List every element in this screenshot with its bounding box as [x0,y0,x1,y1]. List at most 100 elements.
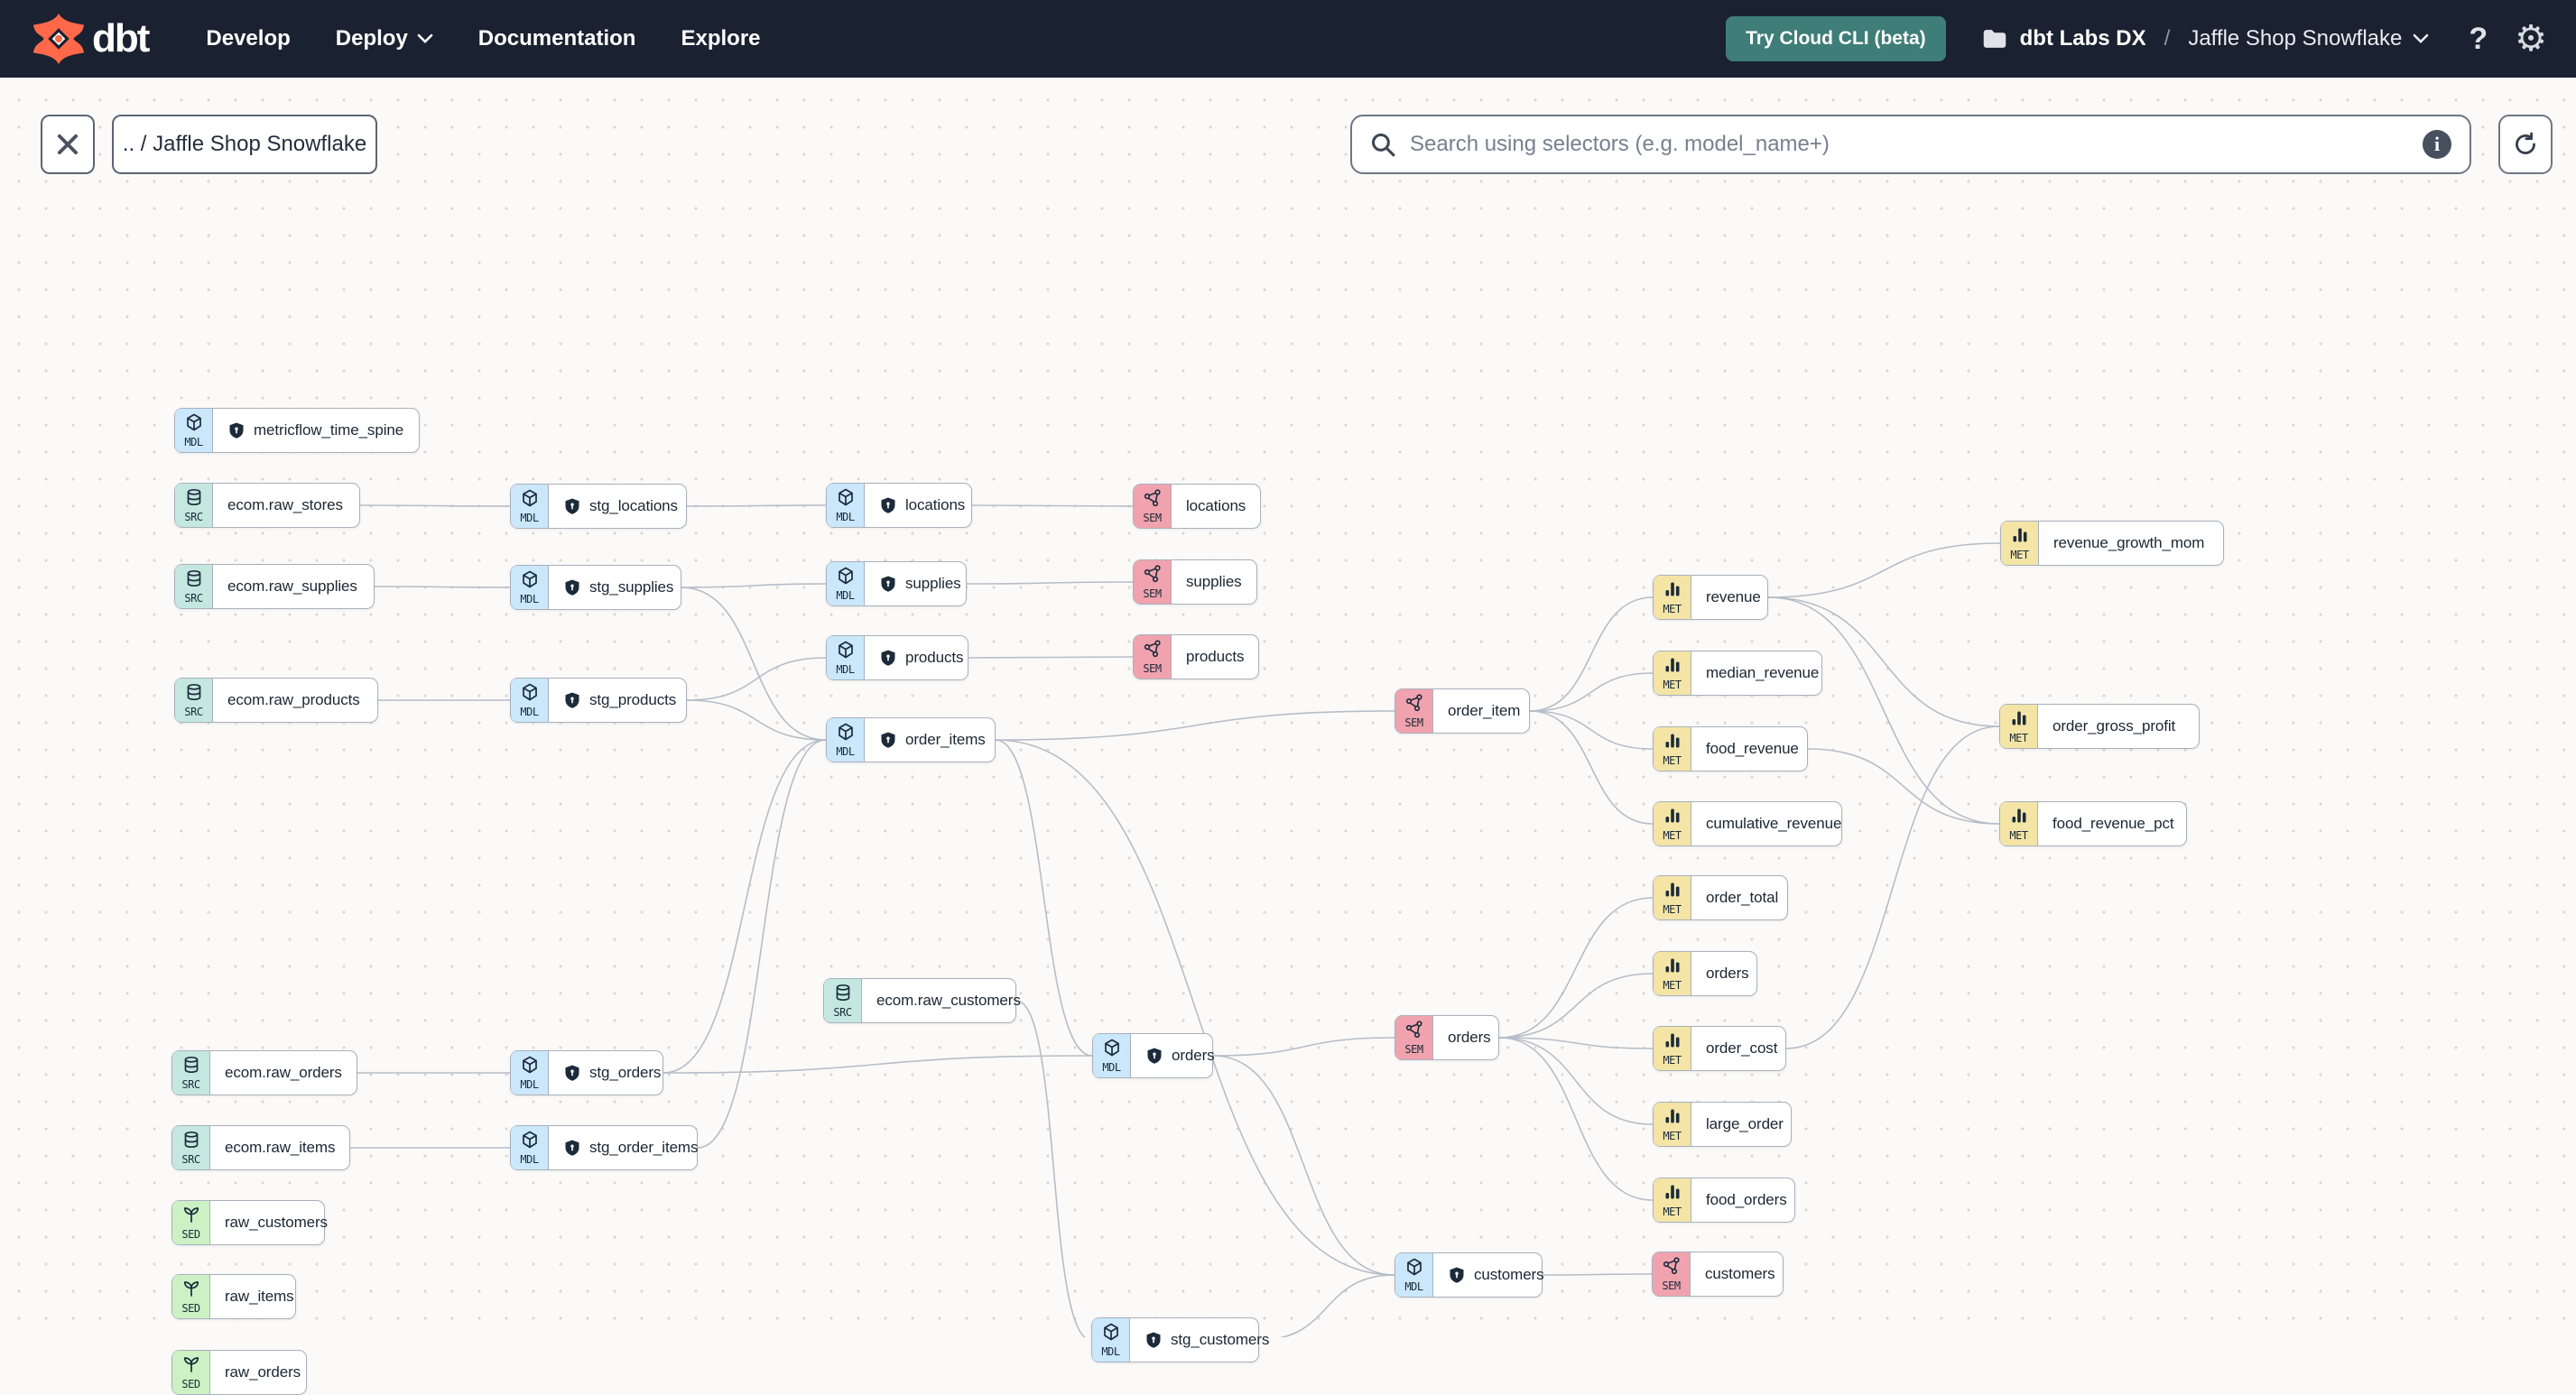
metric-icon [1663,956,1682,979]
try-cloud-cli-button[interactable]: Try Cloud CLI (beta) [1726,16,1946,61]
cube-icon [1103,1039,1121,1061]
node-type-badge: SEM [1395,689,1433,733]
node-label: order_gross_profit [2052,717,2176,734]
nav-item-develop[interactable]: Develop [206,26,290,51]
help-icon[interactable]: ? [2469,21,2488,56]
info-icon[interactable]: i [2423,130,2451,159]
search-icon [1371,133,1395,157]
node-label: stg_products [589,691,677,708]
node-label: food_revenue_pct [2052,815,2174,832]
gear-icon[interactable]: ⚙ [2515,18,2547,60]
node-type-badge: MDL [511,485,549,528]
node-label-area: food_revenue [1691,727,1813,771]
edge-stg_order_items-to-order_items [697,739,827,1149]
node-type-badge: SED [172,1201,210,1244]
node-label: customers [1705,1265,1775,1282]
cube-icon [1102,1323,1120,1345]
metric-icon [1663,1183,1682,1206]
cube-icon [521,683,539,706]
node-type-label: SEM [1404,716,1423,730]
edge-ecom_raw_customers-to-stg_customers [1015,1000,1087,1337]
edge-order_item_sem-to-food_revenue [1529,710,1654,750]
node-type-label: MDL [520,1078,539,1092]
edge-stg_products-to-products_mdl [686,657,827,701]
node-type-badge: MET [2001,522,2039,565]
node-type-badge: SED [172,1351,210,1394]
edge-order_cost-to-order_gross_profit [1785,725,2000,1049]
node-type-badge: MET [1654,727,1691,771]
account-name[interactable]: dbt Labs DX [2019,26,2146,51]
nav-item-explore[interactable]: Explore [681,26,760,51]
node-type-badge: SED [172,1275,210,1318]
node-type-label: MDL [520,593,539,606]
cube-icon [521,1131,539,1153]
project-selector[interactable]: Jaffle Shop Snowflake [2188,26,2429,51]
database-icon [185,683,203,706]
node-type-badge: MET [1654,1178,1691,1222]
node-label: order_item [1448,702,1521,719]
edge-stg_orders-to-orders_mdl [663,1055,1093,1074]
database-icon [185,569,203,592]
node-type-badge: MET [1654,876,1691,919]
node-type-badge: MDL [1093,1034,1131,1077]
shield-icon [1145,1047,1163,1065]
lineage-breadcrumb[interactable]: .. / Jaffle Shop Snowflake [112,115,377,174]
nav-item-documentation[interactable]: Documentation [478,26,636,51]
database-icon [182,1056,200,1078]
node-type-label: SRC [184,511,203,524]
close-lineage-button[interactable] [41,115,95,174]
node-label-area: stg_products [549,679,690,722]
primary-nav: Develop Deploy Documentation Explore [206,26,760,51]
node-label-area: customers [1691,1252,1790,1296]
node-label: supplies [905,575,961,592]
dbt-logo[interactable]: dbt [32,13,150,65]
refresh-button[interactable] [2498,115,2553,174]
nav-item-deploy[interactable]: Deploy [336,26,433,51]
search-input[interactable] [1410,132,2423,157]
node-type-badge: SRC [172,1126,210,1169]
edge-customers_mdl-to-customers_sem [1542,1273,1653,1276]
graph-node-order_item_sem[interactable]: SEM order_item [1395,688,1530,734]
node-label-area: stg_supplies [549,566,688,609]
